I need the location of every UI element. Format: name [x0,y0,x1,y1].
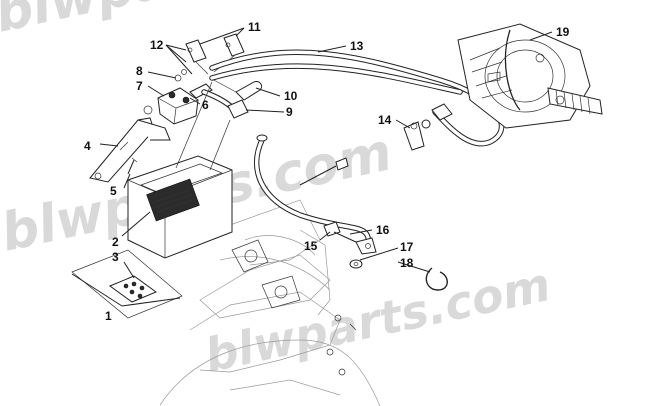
callout-11: 11 [248,20,261,34]
callout-16: 16 [376,223,390,237]
callout-13: 13 [350,39,364,53]
leader-lines [71,27,553,307]
decal-card [71,249,183,319]
callout-5: 5 [110,184,117,198]
callout-18: 18 [400,256,414,270]
callout-3: 3 [112,250,119,264]
battery-bracket [89,117,171,183]
callout-17: 17 [400,240,414,254]
callout-6: 6 [202,98,209,112]
callout-12: 12 [150,38,164,52]
callout-9: 9 [286,105,293,119]
callout-14: 14 [378,113,392,127]
callout-19: 19 [556,25,570,39]
callout-10: 10 [284,89,298,103]
ground-cable [253,134,377,255]
starter-cable [209,49,505,147]
callout-1: 1 [105,309,112,323]
chassis-outline [159,199,381,406]
cable-boot [403,103,453,151]
hardware [323,221,448,376]
battery-assembly [127,155,233,259]
callout-15: 15 [304,239,318,253]
starter-motor [457,23,603,129]
solenoid [143,69,213,125]
callout-4: 4 [84,139,91,153]
callout-8: 8 [136,64,143,78]
callout-labels: 1 2 3 4 5 6 7 8 9 10 11 12 13 14 15 16 1… [84,20,570,323]
callout-2: 2 [112,235,119,249]
callout-7: 7 [136,79,143,93]
